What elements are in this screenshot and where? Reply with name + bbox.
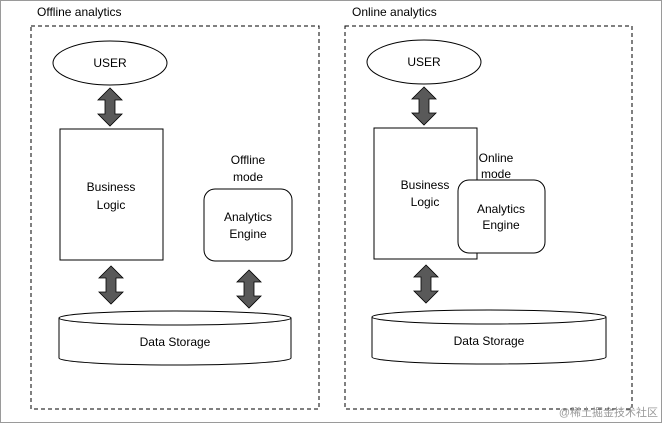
offline-engine-storage-arrow <box>236 269 262 309</box>
online-engine-label-line1: Analytics <box>477 202 525 216</box>
online-business-label-line1: Business <box>401 178 450 192</box>
offline-panel-border <box>30 25 320 410</box>
offline-user-business-arrow <box>97 87 123 127</box>
online-business-label-line2: Logic <box>411 195 440 209</box>
offline-business-logic-node: Business Logic <box>59 128 164 261</box>
online-analytics-engine-node: Analytics Engine <box>457 179 546 254</box>
offline-engine-label-line2: Engine <box>229 227 267 241</box>
online-panel-border <box>344 25 633 410</box>
offline-engine-label-line1: Analytics <box>224 210 272 224</box>
online-data-storage-node: Data Storage <box>371 309 607 365</box>
online-engine-label-line2: Engine <box>482 218 520 232</box>
offline-mode-label-line2: mode <box>233 170 263 184</box>
offline-storage-label: Data Storage <box>140 335 211 349</box>
online-business-storage-arrow <box>413 264 439 304</box>
offline-analytics-engine-node: Analytics Engine <box>203 188 293 262</box>
offline-user-node: USER <box>52 40 168 86</box>
online-storage-label: Data Storage <box>454 334 525 348</box>
watermark-text: @稀土掘金技术社区 <box>559 405 658 419</box>
online-user-business-arrow <box>411 86 437 126</box>
offline-business-label-line1: Business <box>87 180 136 194</box>
online-panel: Online analytics USER Business Logic Onl… <box>344 5 633 410</box>
offline-business-label-line2: Logic <box>97 198 126 212</box>
online-panel-title: Online analytics <box>352 5 437 19</box>
online-mode-label-line2: mode <box>481 167 511 181</box>
offline-data-storage-node: Data Storage <box>58 310 292 366</box>
online-user-label: USER <box>407 55 441 69</box>
online-user-node: USER <box>366 39 482 85</box>
offline-panel: Offline analytics USER Business Logic Of… <box>30 5 320 410</box>
offline-mode-label-line1: Offline <box>231 153 266 167</box>
offline-panel-title: Offline analytics <box>37 5 122 19</box>
offline-business-storage-arrow <box>98 265 124 305</box>
offline-user-label: USER <box>93 56 127 70</box>
online-mode-label-line1: Online <box>479 151 514 165</box>
